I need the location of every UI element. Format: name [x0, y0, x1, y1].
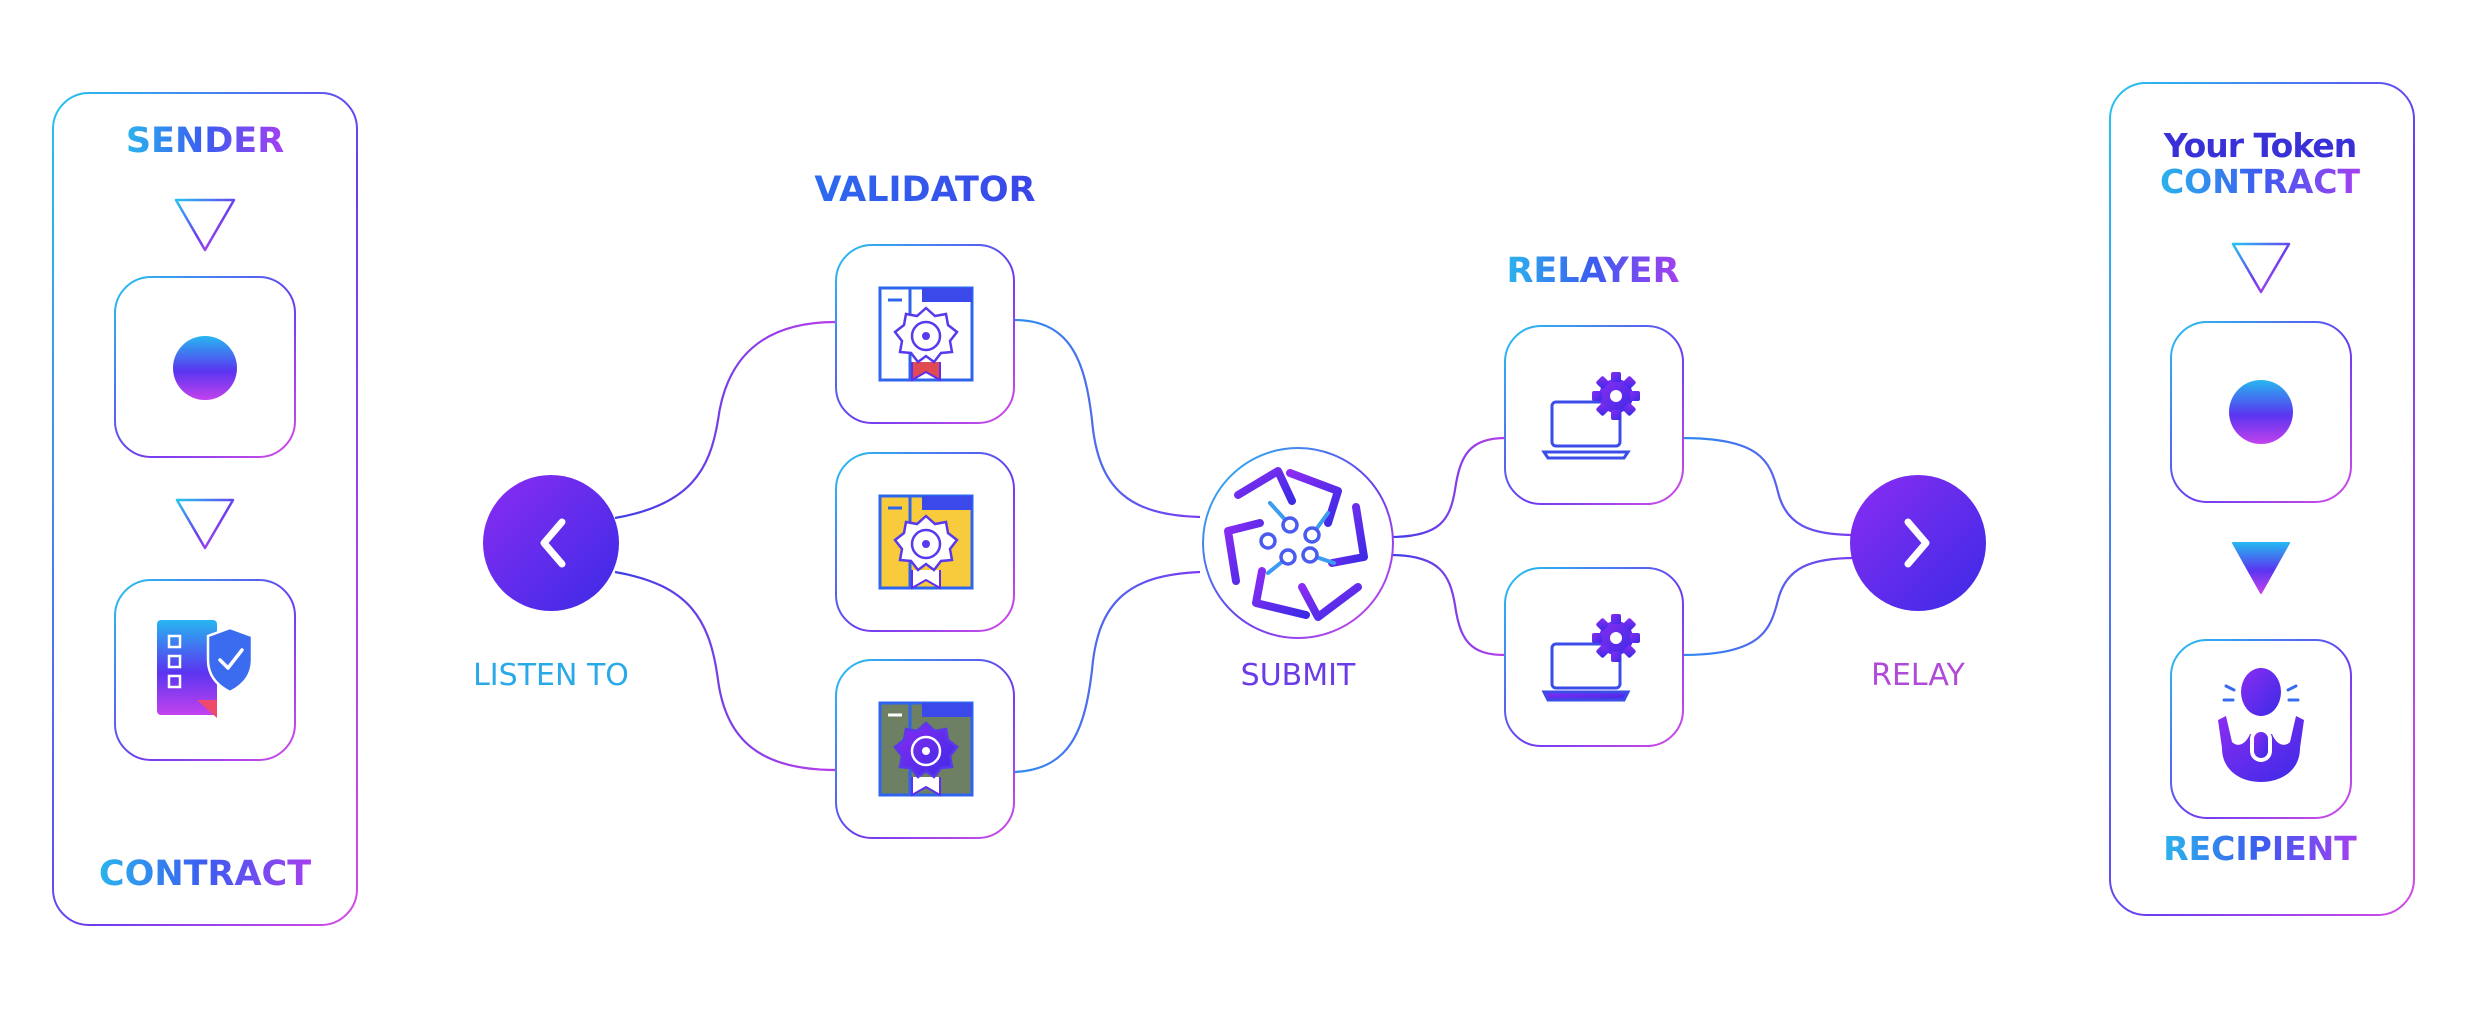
submit-hub[interactable] [1202, 447, 1394, 639]
relay-button[interactable] [1850, 475, 1986, 611]
laptop-gear-icon [1541, 372, 1640, 460]
circuit-hub-icon [1224, 467, 1368, 621]
relayer-title: RELAYER [1506, 251, 1679, 291]
recipient-panel-frame [2109, 82, 2415, 916]
contract-shield-icon [157, 620, 254, 718]
token-dot-icon [173, 336, 237, 400]
chevron-left-icon [540, 518, 566, 568]
recipient-footer: RECIPIENT [2163, 829, 2357, 868]
certificate-ribbon-icon [878, 701, 974, 797]
recipient-panel: Your Token CONTRACT RECIPIENT [2109, 82, 2415, 916]
down-triangle-icon [175, 498, 235, 550]
certificate-ribbon-icon [878, 494, 974, 590]
down-triangle-icon [174, 198, 236, 252]
validator-title: VALIDATOR [814, 170, 1035, 210]
sender-footer: CONTRACT [99, 854, 311, 894]
sender-title: SENDER [126, 121, 284, 161]
listen-node: LISTEN TO [473, 475, 629, 693]
submit-node: SUBMIT [1202, 447, 1394, 693]
validator-group: VALIDATOR [814, 170, 1036, 839]
chevron-right-icon [1904, 518, 1930, 568]
down-triangle-filled-icon [2232, 542, 2290, 594]
connector-validator-1-to-submit [1013, 318, 1201, 519]
submit-label: SUBMIT [1241, 658, 1356, 693]
connector-lines [614, 318, 1856, 774]
connector-listen-to-validator-1 [614, 320, 837, 520]
person-celebrate-icon [2218, 668, 2304, 782]
listen-button[interactable] [483, 475, 619, 611]
down-triangle-icon [2231, 242, 2291, 294]
relay-label: RELAY [1871, 658, 1965, 693]
recipient-title-line2: CONTRACT [2160, 162, 2361, 201]
connector-relayer-2-to-relay [1679, 556, 1856, 657]
connector-relayer-1-to-relay [1679, 436, 1856, 537]
connector-submit-to-relayer-2 [1389, 553, 1506, 657]
relayer-group: RELAYER [1504, 251, 1684, 747]
listen-label: LISTEN TO [473, 658, 629, 693]
laptop-gear-icon [1541, 614, 1640, 702]
connector-listen-to-validator-3 [614, 570, 837, 772]
connector-submit-to-relayer-1 [1389, 436, 1506, 539]
recipient-title-line1: Your Token [2163, 126, 2357, 165]
sender-panel: SENDER CONTRACT [52, 92, 358, 926]
relay-node: RELAY [1850, 475, 1986, 693]
certificate-ribbon-icon [878, 286, 974, 382]
sender-panel-frame [52, 92, 358, 926]
connector-validator-3-to-submit [1013, 570, 1201, 774]
token-dot-icon [2229, 380, 2293, 444]
